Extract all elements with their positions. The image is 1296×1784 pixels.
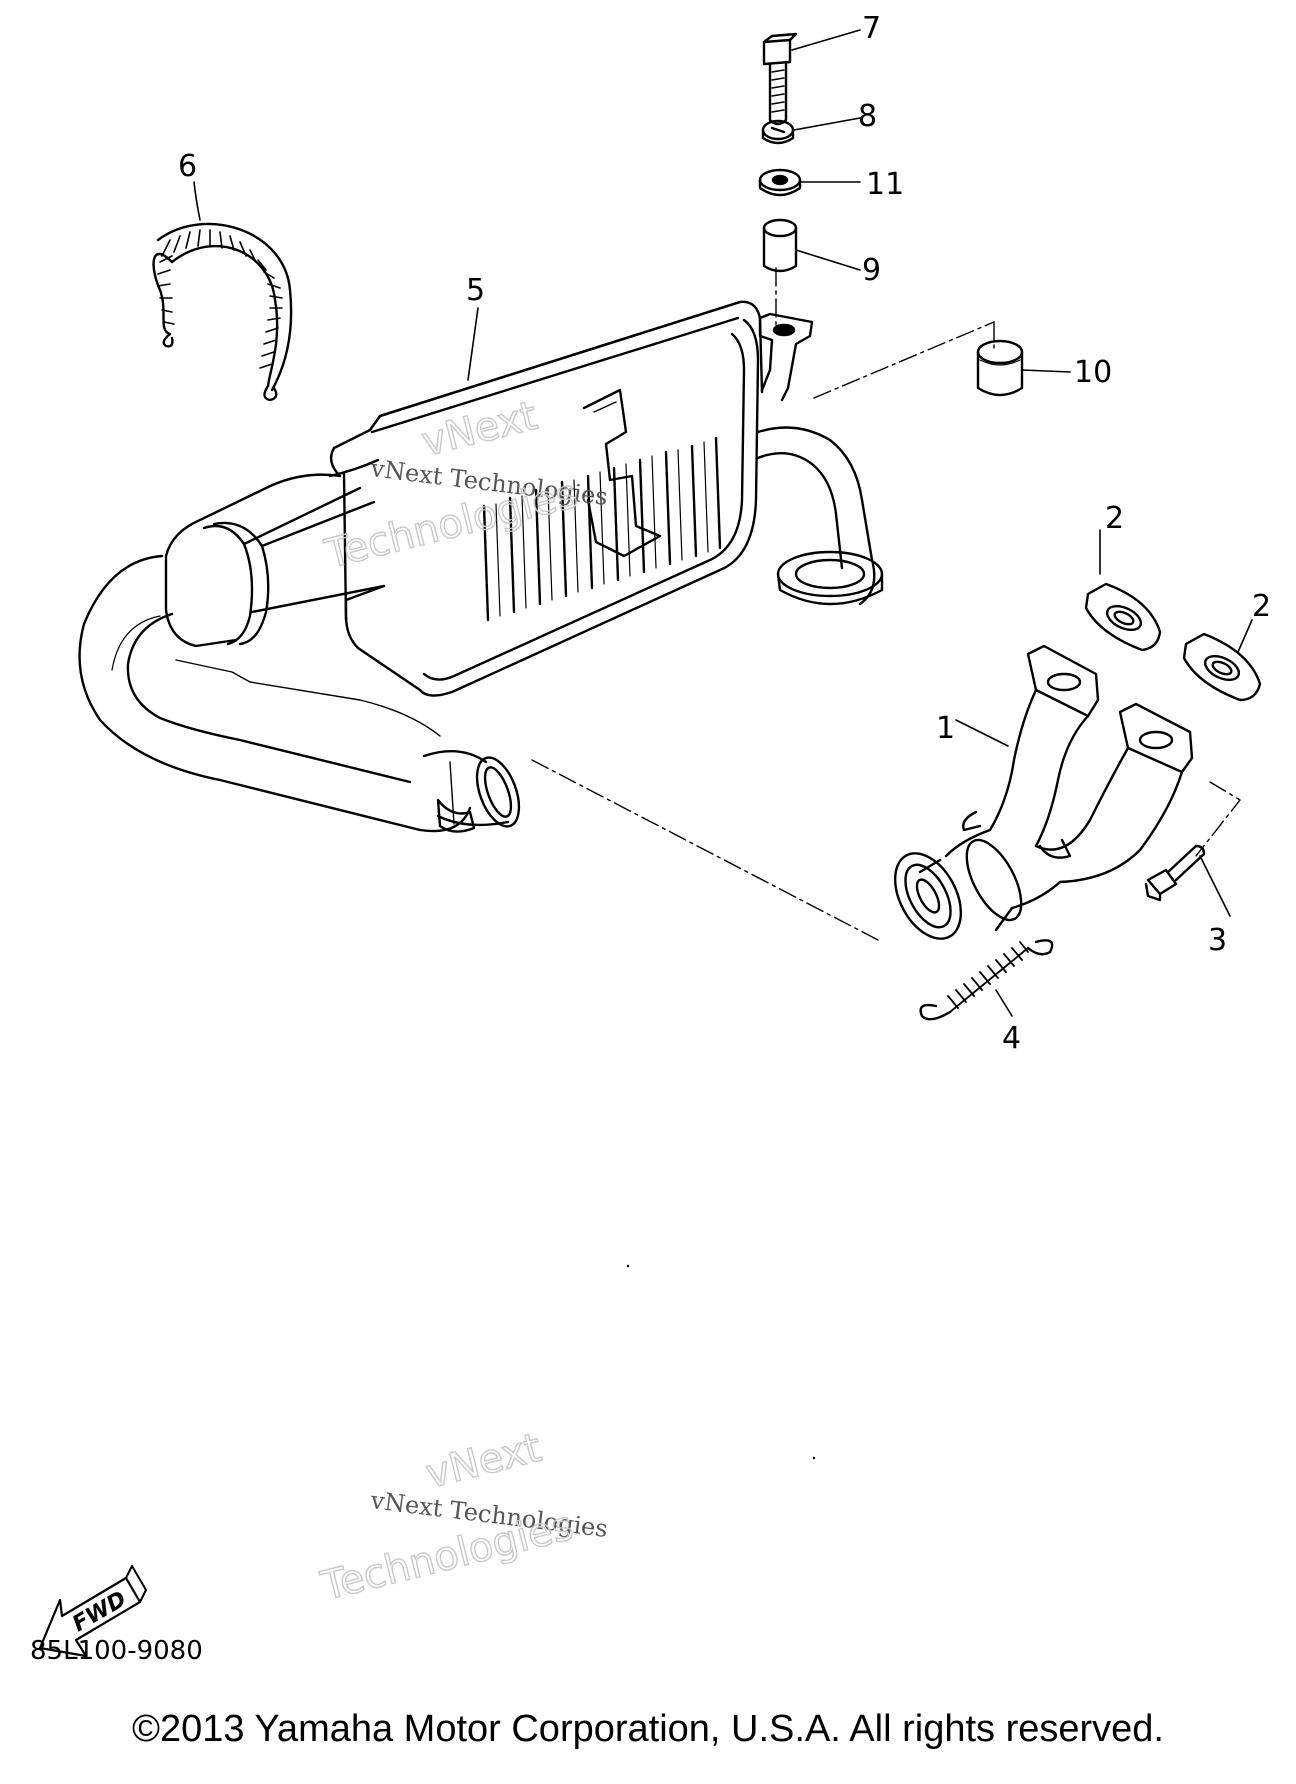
callout-5: 5: [466, 273, 485, 308]
bolt-part-7: [762, 32, 798, 126]
watermark-outline-bottom-1: vNext: [421, 1425, 546, 1498]
watermark-outline-top-1: vNext: [417, 393, 542, 466]
callout-7: 7: [862, 11, 881, 46]
stray-dot: [812, 1456, 816, 1460]
callout-2b: 2: [1252, 589, 1271, 624]
diagram-code: 85L100-9080: [30, 1636, 203, 1666]
muffler-part-5: [78, 300, 884, 833]
callout-11: 11: [866, 167, 904, 202]
spring-part-6: [152, 222, 293, 402]
copyright-notice: ©2013 Yamaha Motor Corporation, U.S.A. A…: [132, 1708, 1164, 1750]
collar-part-9: [762, 218, 798, 273]
callout-6: 6: [178, 149, 197, 184]
damper-part-10: [976, 339, 1024, 397]
alignment-lines: [531, 267, 1241, 941]
leader-lines: [193, 29, 1253, 1017]
callout-10: 10: [1074, 355, 1112, 390]
grommet-part-11: [758, 168, 802, 197]
gasket-part-2b: [1182, 632, 1262, 702]
callout-9: 9: [862, 253, 881, 288]
gasket-part-2a: [1084, 582, 1162, 652]
callout-1: 1: [936, 711, 955, 746]
callout-4: 4: [1002, 1021, 1021, 1056]
exhaust-pipe-part-1: [893, 644, 1194, 940]
washer-part-8: [761, 119, 795, 145]
callout-2a: 2: [1105, 501, 1124, 536]
spring-part-4: [919, 939, 1054, 1021]
fwd-arrow-icon: [38, 1565, 147, 1658]
callout-8: 8: [858, 99, 877, 134]
stray-dot: [626, 1264, 630, 1268]
bolt-part-3: [1144, 844, 1206, 902]
callout-3: 3: [1208, 923, 1227, 958]
